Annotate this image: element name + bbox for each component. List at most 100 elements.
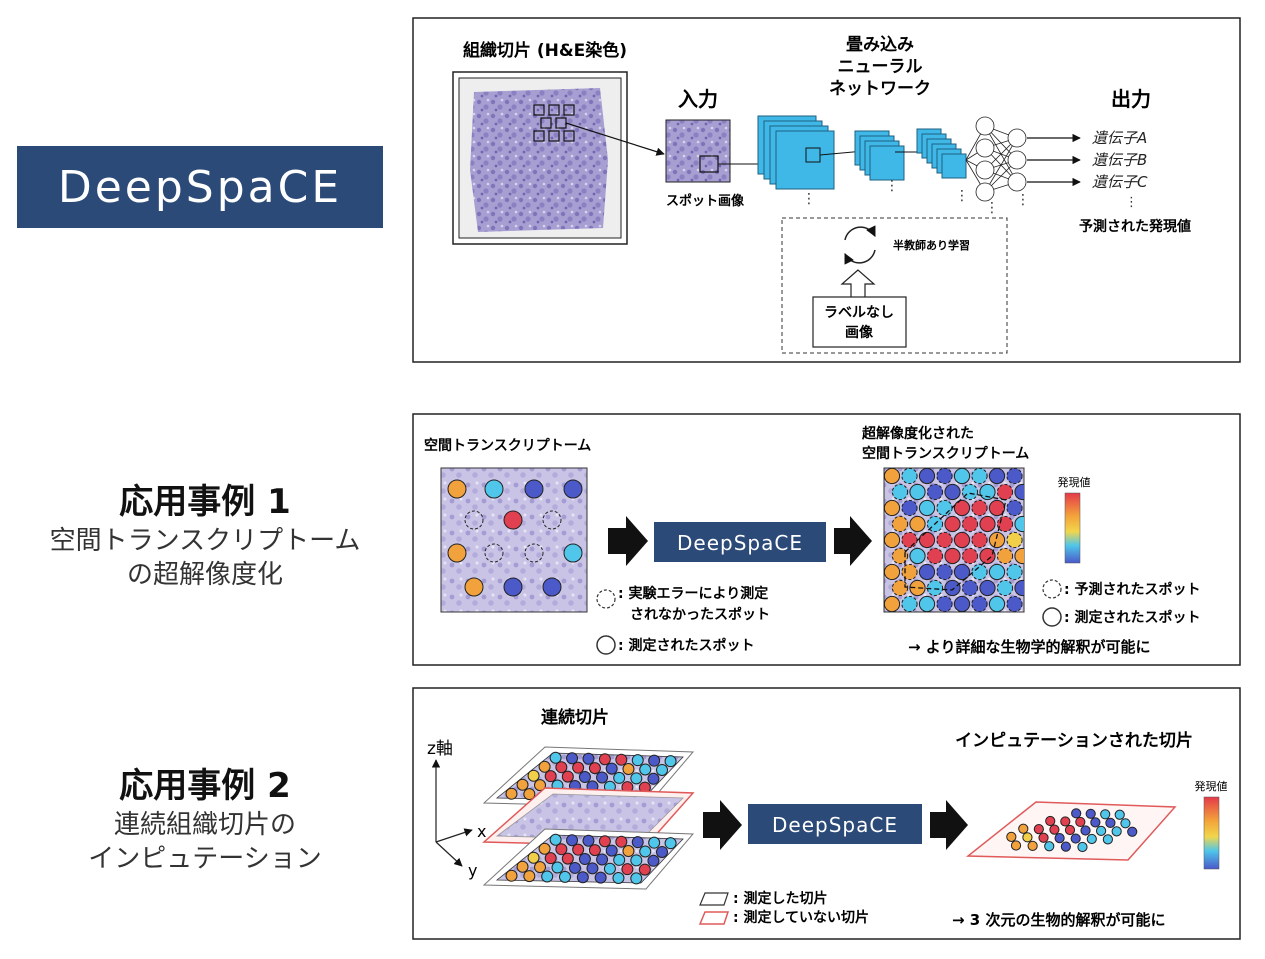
slice-spot bbox=[538, 760, 551, 773]
slice-spot bbox=[572, 761, 585, 774]
slice-spot bbox=[1075, 816, 1086, 828]
slice-spot bbox=[1105, 817, 1116, 828]
slice-spot bbox=[534, 779, 547, 792]
predicted-spot bbox=[884, 468, 901, 485]
slice-spot bbox=[1120, 818, 1131, 829]
slice-spot bbox=[631, 754, 644, 767]
spot-arrow bbox=[565, 122, 665, 156]
predicted-spot bbox=[979, 547, 996, 565]
slice-spot bbox=[538, 842, 551, 855]
app1-subtitle-2: の超解像度化 bbox=[126, 560, 283, 590]
predicted-spot bbox=[971, 595, 988, 612]
predicted-spot bbox=[1014, 579, 1024, 597]
slice-spot bbox=[664, 755, 677, 768]
predicted-spot bbox=[909, 515, 926, 533]
predicted-spot bbox=[961, 547, 979, 565]
measured-spot bbox=[503, 577, 523, 597]
conclusion-2: → より詳細な生物学的解釈が可能に bbox=[908, 638, 1151, 656]
slice-imputed-spots bbox=[1006, 808, 1138, 853]
slice-spot bbox=[622, 845, 635, 858]
slice-spot bbox=[505, 787, 518, 800]
predicted-spot bbox=[909, 483, 926, 501]
slice-spot bbox=[1114, 809, 1125, 820]
slice-spot bbox=[505, 869, 518, 882]
colorbar-label-3: 発現値 bbox=[1195, 779, 1228, 793]
predicted-spot bbox=[979, 483, 996, 501]
legend-measured-left: : 測定されたスポット bbox=[618, 637, 754, 654]
serial-title: 連続切片 bbox=[541, 707, 609, 728]
slice-spot bbox=[596, 771, 609, 784]
app2-title: 応用事例 2 bbox=[119, 766, 291, 806]
axes-3d bbox=[431, 759, 473, 867]
slice-spot bbox=[1111, 826, 1122, 837]
slice-spot bbox=[586, 862, 599, 875]
predicted-spot bbox=[884, 595, 901, 612]
predicted-spot bbox=[1014, 547, 1024, 565]
spot-grid bbox=[533, 104, 575, 142]
slice-spot bbox=[1070, 833, 1081, 844]
slice-bottom-spots bbox=[505, 833, 677, 885]
predicted-spot bbox=[901, 531, 918, 549]
arrow-right-icon bbox=[930, 800, 968, 850]
predicted-spot bbox=[884, 531, 901, 549]
axis-y-label: y bbox=[468, 861, 477, 880]
predicted-spot bbox=[918, 563, 936, 581]
input-title: 入力 bbox=[678, 87, 718, 111]
missing-spot bbox=[542, 510, 562, 530]
tissue-title: 組織切片 (H&E染色) bbox=[463, 40, 627, 61]
deepspace-box-2 bbox=[654, 522, 826, 562]
svg-text:⋮: ⋮ bbox=[885, 178, 899, 194]
slice-spot bbox=[566, 834, 579, 847]
gene-b: 遺伝子B bbox=[1092, 151, 1147, 169]
predicted-spot bbox=[953, 563, 971, 581]
slice-spot bbox=[664, 837, 677, 850]
slice-spot bbox=[647, 772, 660, 785]
measured-spot bbox=[542, 577, 562, 597]
slice-spot bbox=[578, 771, 591, 784]
slice-spot bbox=[1044, 841, 1055, 852]
cnn-layer-2 bbox=[854, 130, 905, 181]
arrow-right-icon bbox=[834, 516, 872, 566]
slice-spot bbox=[1018, 823, 1029, 834]
predicted-spot bbox=[884, 499, 901, 517]
predicted-spot bbox=[996, 515, 1014, 533]
predicted-spot bbox=[961, 483, 979, 501]
slice-spot bbox=[578, 853, 591, 866]
measured-spot bbox=[484, 479, 504, 499]
predicted-spot bbox=[971, 468, 988, 485]
st-right-clip bbox=[884, 468, 1024, 612]
logo-text: DeepSpaCE bbox=[57, 161, 343, 213]
legend-dashed-circle-icon bbox=[596, 589, 616, 609]
gene-ellipsis: ⋮ bbox=[1125, 195, 1138, 210]
predicted-spot bbox=[961, 579, 979, 597]
slice-spot bbox=[615, 753, 628, 766]
axis-x-label: x bbox=[477, 822, 486, 841]
predicted-spot bbox=[988, 595, 1006, 612]
gene-a: 遺伝子A bbox=[1092, 129, 1147, 147]
legend-dashed-circle-icon bbox=[1042, 579, 1062, 599]
app1-title: 応用事例 1 bbox=[119, 482, 291, 522]
slice-spot bbox=[558, 870, 571, 883]
deepspace-box-2-label: DeepSpaCE bbox=[677, 531, 803, 555]
predicted-spot bbox=[891, 483, 909, 501]
legend-circle-icon bbox=[1042, 607, 1062, 627]
colorbar-label-2: 発現値 bbox=[1058, 475, 1091, 489]
slice-unmeasured bbox=[482, 787, 695, 847]
slice-spot bbox=[568, 861, 581, 874]
predicted-spot bbox=[971, 499, 988, 517]
st-right-title-1: 超解像度化された bbox=[861, 425, 974, 442]
predicted-spot bbox=[884, 563, 901, 581]
predicted-spot bbox=[988, 499, 1006, 517]
cnn-title-2: ニューラル bbox=[838, 57, 923, 77]
predicted-spot bbox=[909, 579, 926, 597]
predicted-spot bbox=[1006, 499, 1023, 517]
slice-spot bbox=[527, 851, 540, 864]
slice-spot bbox=[603, 862, 616, 875]
slice-spot bbox=[596, 853, 609, 866]
predicted-spot bbox=[936, 531, 953, 549]
predicted-spot bbox=[1006, 531, 1023, 549]
predicted-spot bbox=[953, 499, 971, 517]
predicted-spot bbox=[971, 563, 988, 581]
cnn-layer-1 bbox=[757, 115, 835, 190]
legend-error-2: されなかったスポット bbox=[630, 606, 770, 623]
